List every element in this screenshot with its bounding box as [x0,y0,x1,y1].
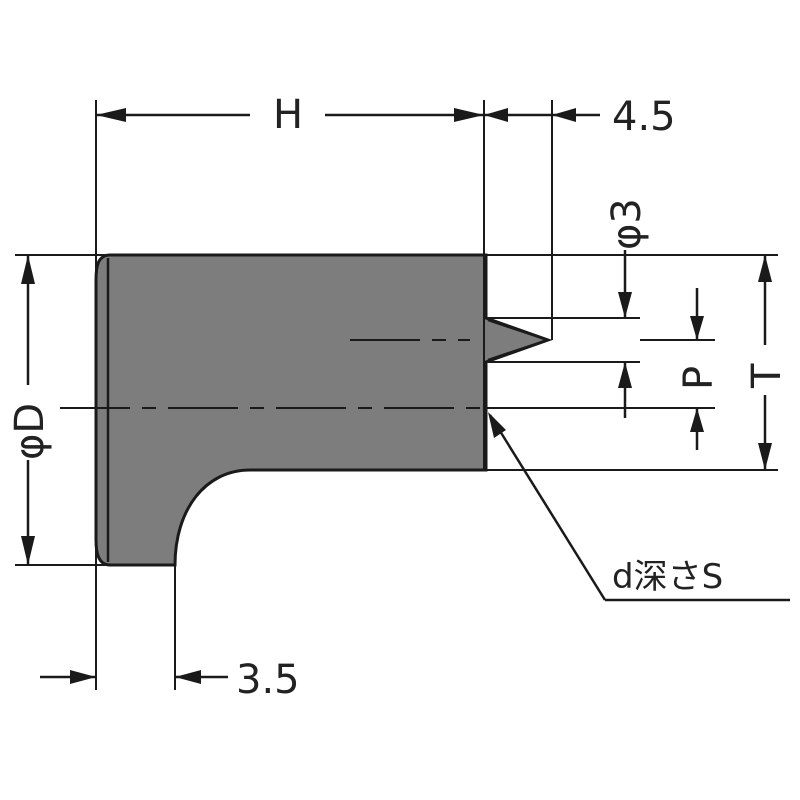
dim-label-phid: φD [7,403,53,460]
part-body [94,253,553,567]
arrow-phid-top [21,255,35,284]
dim-label-phi3: φ3 [604,198,650,250]
arrow-p-top [690,316,704,340]
arrow-t-bottom [758,443,772,470]
arrow-p-bottom [690,408,704,432]
arrow-3-5-left [70,670,96,684]
leader-line-diagonal [488,414,607,601]
arrow-4-5-left [484,108,508,122]
arrow-phi3-bottom [618,362,632,388]
arrow-h-left [96,108,126,122]
dim-label-h: H [273,92,303,138]
leader-arrow [488,412,506,438]
dim-label-3-5: 3.5 [236,657,300,703]
arrow-phid-bottom [21,536,35,565]
dim-label-t: T [744,363,790,389]
arrow-3-5-right [175,670,201,684]
arrow-t-top [758,255,772,282]
drill-tip [487,318,552,362]
leader-note-text: d深さS [612,557,723,597]
arrow-4-5-right [552,108,576,122]
arrow-phi3-top [618,292,632,318]
arrow-h-right [454,108,484,122]
dim-label-4-5: 4.5 [612,94,676,140]
dim-label-p: P [676,366,722,390]
